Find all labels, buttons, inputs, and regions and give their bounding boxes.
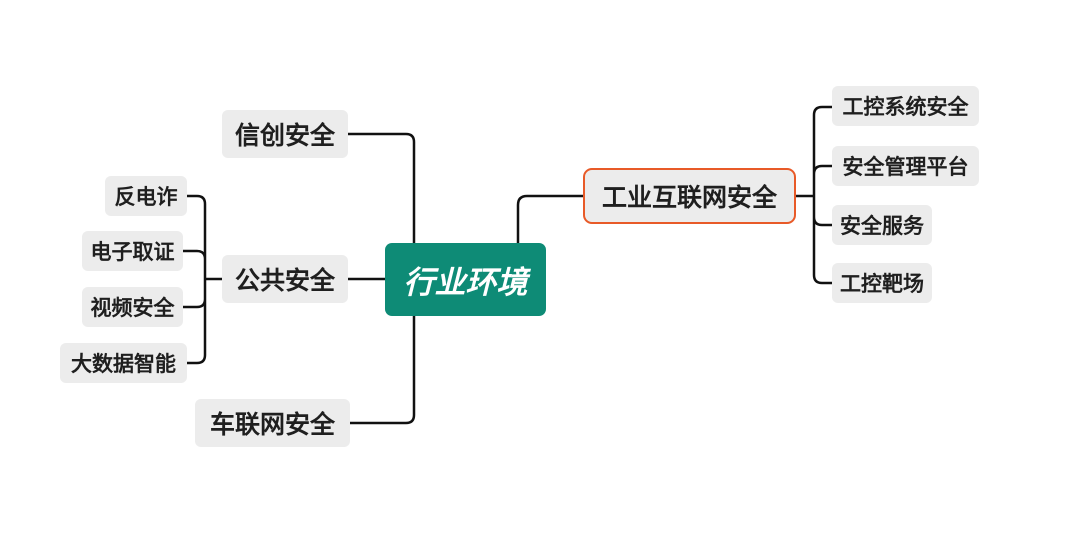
node-label: 车联网安全 (209, 410, 335, 439)
connector-root-gongye (516, 194, 586, 246)
node-label: 信创安全 (234, 121, 335, 150)
node-label: 安全服务 (840, 214, 924, 238)
node-label: 公共安全 (234, 266, 335, 295)
node-gonggong[interactable]: 公共安全 (222, 255, 348, 303)
node-xinchuang[interactable]: 信创安全 (222, 110, 348, 158)
node-label: 安全管理平台 (842, 155, 969, 179)
node-gongkongxitong[interactable]: 工控系统安全 (832, 86, 979, 126)
root-label: 行业环境 (403, 265, 528, 301)
node-label: 大数据智能 (71, 352, 176, 376)
node-label: 电子取证 (90, 240, 175, 264)
node-label: 反电诈 (114, 185, 178, 209)
node-dashujuzhineng[interactable]: 大数据智能 (60, 343, 187, 383)
connector-gongye-children (794, 105, 834, 285)
node-gongkongbachang[interactable]: 工控靶场 (832, 263, 932, 303)
node-anquanguanli[interactable]: 安全管理平台 (832, 146, 979, 186)
node-shipinanquan[interactable]: 视频安全 (82, 287, 183, 327)
node-label: 视频安全 (90, 296, 175, 320)
node-chelianwang[interactable]: 车联网安全 (195, 399, 350, 447)
node-gongyehulianwang[interactable]: 工业互联网安全 (583, 168, 796, 224)
node-anquanfuwu[interactable]: 安全服务 (832, 205, 932, 245)
node-label: 工业互联网安全 (601, 183, 777, 212)
node-dianziquzheng[interactable]: 电子取证 (82, 231, 183, 271)
connector-root-xinchuang (346, 132, 416, 248)
node-fandianzha[interactable]: 反电诈 (105, 176, 187, 216)
root-node[interactable]: 行业环境 (385, 243, 546, 316)
connector-root-chelianwang (348, 312, 416, 425)
connector-gonggong-children (181, 194, 224, 365)
node-label: 工控系统安全 (842, 95, 969, 119)
node-label: 工控靶场 (840, 272, 924, 296)
